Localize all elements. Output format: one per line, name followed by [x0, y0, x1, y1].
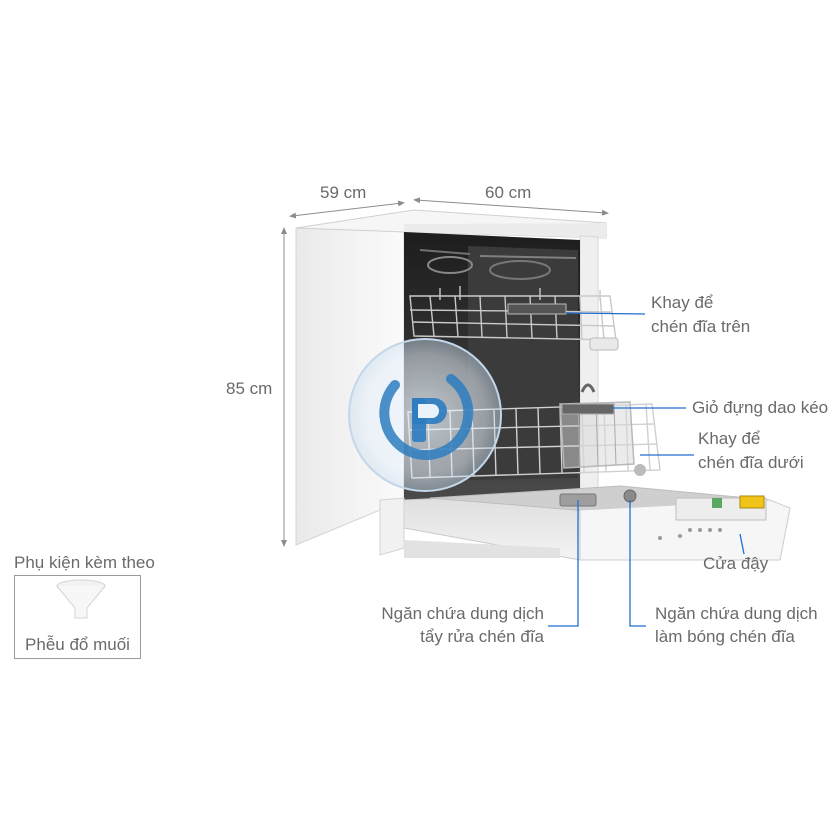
- accessory-box: Phễu đổ muối: [14, 575, 141, 659]
- rinse-aid-compartment-label-line2: làm bóng chén đĩa: [655, 627, 795, 646]
- cutlery-basket: [559, 383, 635, 469]
- dishwasher-door: [403, 485, 791, 561]
- leader-lines: [548, 312, 745, 627]
- upper-rack-label-line2: chén đĩa trên: [651, 317, 751, 336]
- salt-funnel-icon: [56, 579, 106, 619]
- cutlery-basket-label: Giỏ đựng dao kéo: [692, 398, 829, 417]
- rinse-aid-compartment-label-line1: Ngăn chứa dung dịch: [655, 604, 818, 623]
- lower-rack-label-line2: chén đĩa dưới: [698, 453, 804, 472]
- dimension-lines: [281, 197, 609, 547]
- detergent-compartment-label-line1: Ngăn chứa dung dịch: [381, 604, 544, 623]
- lower-rack-label-line1: Khay để: [698, 429, 761, 448]
- accessory-item-label: Phễu đổ muối: [25, 635, 130, 654]
- watermark-logo: [348, 338, 502, 492]
- upper-rack-label-line1: Khay để: [651, 293, 714, 312]
- door-label: Cửa đậy: [703, 554, 769, 573]
- accessory-title: Phụ kiện kèm theo: [14, 553, 155, 572]
- height-dimension-label: 85 cm: [226, 379, 273, 398]
- detergent-compartment-label-line2: tẩy rửa chén đĩa: [420, 627, 544, 646]
- depth-dimension-label: 59 cm: [320, 183, 367, 202]
- width-dimension-label: 60 cm: [485, 183, 532, 202]
